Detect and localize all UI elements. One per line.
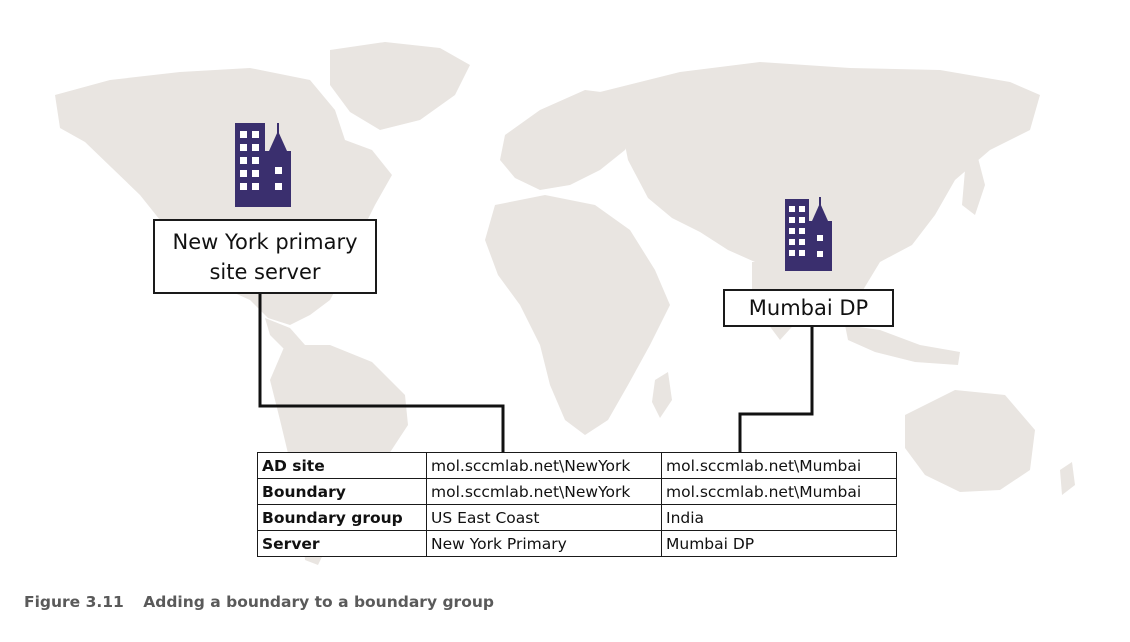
mumbai-cell: mol.sccmlab.net\Mumbai — [661, 452, 897, 479]
mumbai-connector-line — [738, 326, 814, 452]
office-building-icon — [235, 123, 291, 207]
table-row: Boundary group US East Coast India — [257, 504, 897, 531]
row-header: Boundary — [257, 478, 427, 505]
new-york-site-label: New York primary site server — [153, 219, 377, 294]
figure-caption-text: Adding a boundary to a boundary group — [143, 593, 494, 611]
map-madagascar — [652, 372, 672, 418]
figure-number: Figure 3.11 — [24, 593, 124, 611]
map-europe — [500, 90, 640, 190]
map-asia — [600, 62, 1040, 318]
mumbai-cell: mol.sccmlab.net\Mumbai — [661, 478, 897, 505]
row-header: Server — [257, 530, 427, 557]
table-row: Boundary mol.sccmlab.net\NewYork mol.scc… — [257, 478, 897, 505]
mumbai-dp-label: Mumbai DP — [723, 289, 894, 327]
figure-caption: Figure 3.11 Adding a boundary to a bound… — [24, 593, 494, 611]
map-japan — [962, 158, 985, 215]
newyork-cell: mol.sccmlab.net\NewYork — [426, 452, 662, 479]
office-building-icon — [785, 197, 832, 271]
newyork-cell: US East Coast — [426, 504, 662, 531]
row-header: AD site — [257, 452, 427, 479]
mumbai-cell: India — [661, 504, 897, 531]
map-new-zealand — [1060, 462, 1075, 495]
map-africa — [485, 195, 670, 435]
map-indonesia — [845, 325, 960, 365]
new-york-label-line2: site server — [209, 260, 321, 284]
ny-connector-line — [258, 293, 505, 452]
boundary-table: AD site mol.sccmlab.net\NewYork mol.sccm… — [257, 452, 897, 557]
table-row: Server New York Primary Mumbai DP — [257, 530, 897, 557]
newyork-cell: mol.sccmlab.net\NewYork — [426, 478, 662, 505]
map-greenland — [330, 42, 470, 130]
row-header: Boundary group — [257, 504, 427, 531]
table-row: AD site mol.sccmlab.net\NewYork mol.sccm… — [257, 452, 897, 479]
mumbai-cell: Mumbai DP — [661, 530, 897, 557]
map-australia — [905, 390, 1035, 492]
new-york-label-line1: New York primary — [172, 230, 358, 254]
newyork-cell: New York Primary — [426, 530, 662, 557]
